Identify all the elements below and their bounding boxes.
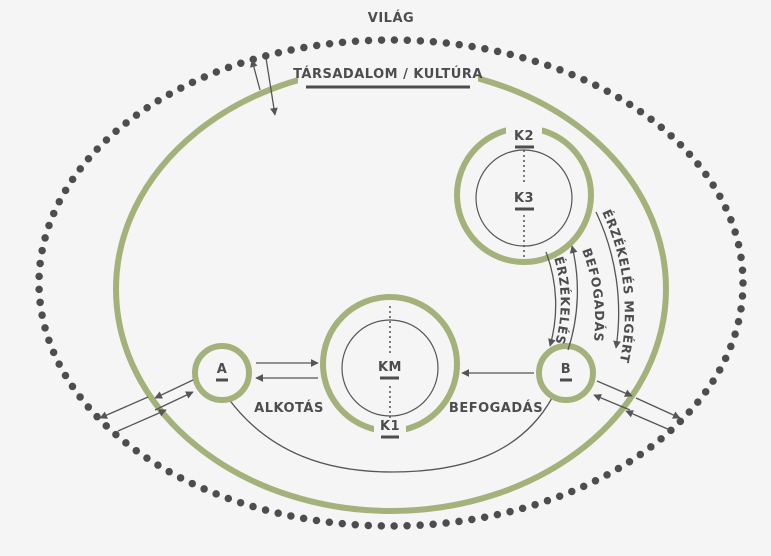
node-b: [536, 343, 596, 403]
society-label: TÁRSADALOM / KULTÚRA: [293, 66, 483, 82]
exchange-arrow-top-in: [265, 57, 278, 116]
k3-label: K3: [514, 191, 534, 206]
k3-label-backdrop: [510, 182, 538, 212]
a-b-connecting-curve: [227, 397, 553, 473]
society-boundary: [113, 64, 669, 514]
arrow-society-to-world-left: [99, 396, 149, 419]
reception-label: BEFOGADÁS: [449, 400, 543, 416]
arrow-world-to-b: [593, 394, 631, 411]
k2-ring-gap: [506, 124, 542, 142]
arc-label-outer: ÉRZÉKELÉS MEGÉRTÉS: [0, 0, 636, 365]
arc-arrow-inner: [545, 251, 557, 347]
creation-label: ALKOTÁS: [254, 400, 324, 416]
node-b-label: B: [561, 362, 571, 377]
k2-label: K2: [514, 129, 534, 144]
node-a: [192, 343, 252, 403]
arrow-world-to-a: [154, 391, 194, 411]
arrow-society-to-world-right: [635, 397, 681, 419]
arc-label-middle: BEFOGADÁS: [579, 246, 607, 343]
world-label: VILÁG: [368, 10, 414, 26]
node-a-label: A: [217, 362, 228, 377]
world-boundary: [35, 36, 747, 530]
arc-arrow-outer: [595, 211, 621, 349]
arrow-b-to-world: [596, 380, 633, 397]
km-label: KM: [378, 360, 402, 375]
arrow-a-to-world: [154, 379, 194, 399]
arrow-world-to-society-right: [625, 410, 671, 431]
k1-label: K1: [380, 419, 400, 434]
arrow-world-to-society-left: [117, 409, 167, 432]
arc-arrow-middle: [567, 245, 579, 351]
arc-label-inner: ÉRZÉKELÉS: [551, 255, 573, 347]
exchange-arrow-top-out: [250, 59, 261, 91]
